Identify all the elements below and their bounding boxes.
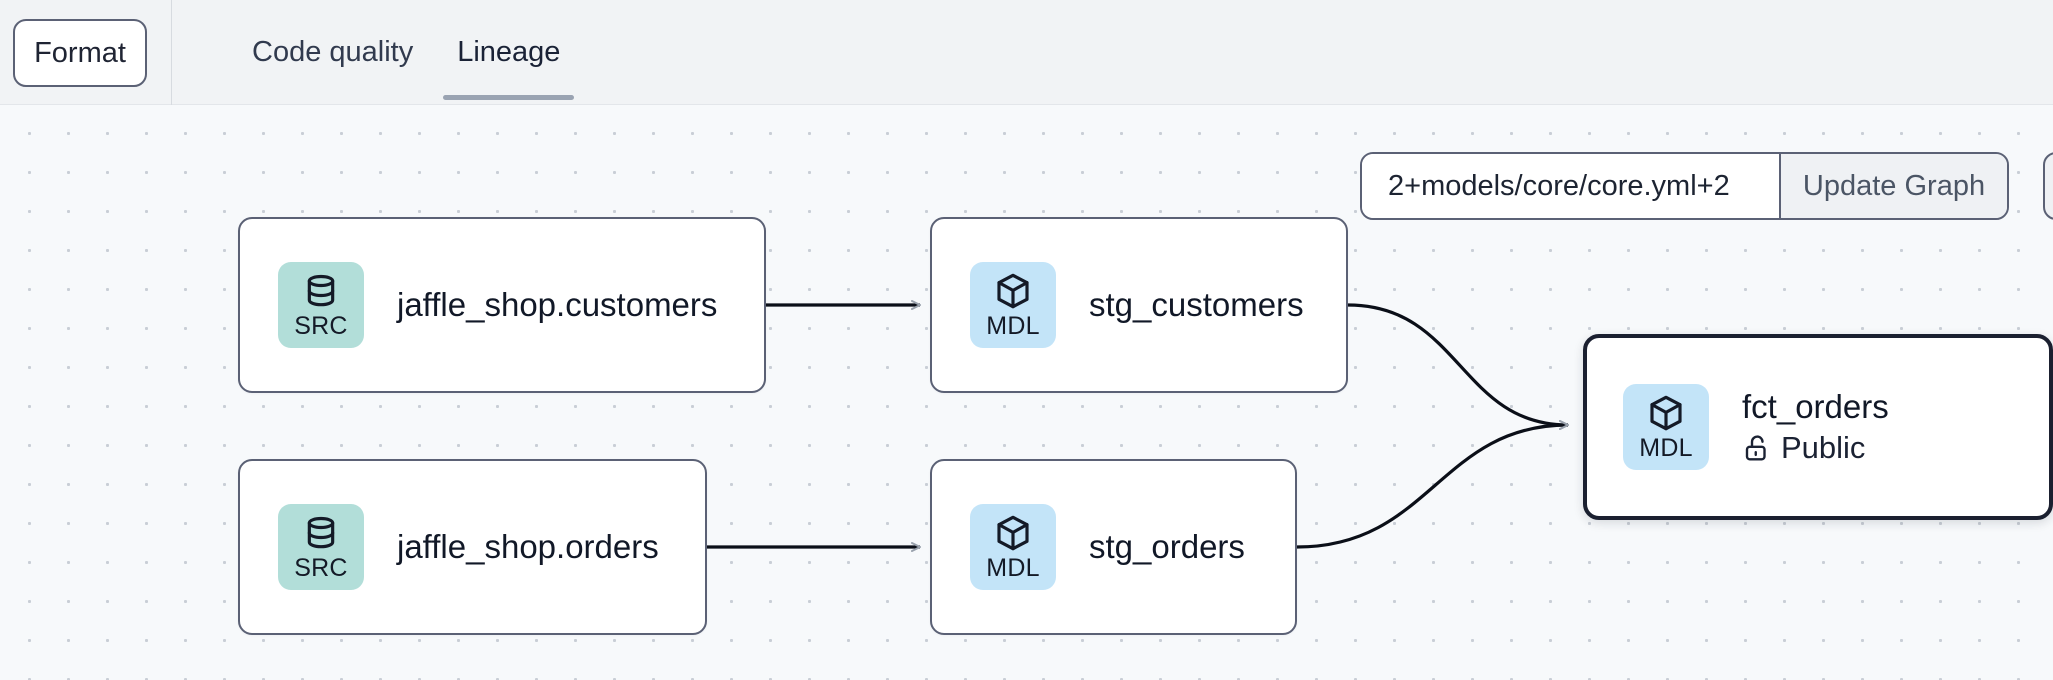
mdl-badge: MDL [1623,384,1709,470]
page-header: Format Code quality Lineage [0,0,2053,105]
mdl-badge-label: MDL [1639,434,1693,462]
lineage-canvas[interactable]: SRC jaffle_shop.customers MDL stg_custom… [0,105,2053,680]
database-icon [307,516,335,549]
src-badge-label: SRC [294,312,348,340]
mdl-badge-label: MDL [986,312,1040,340]
node-title: fct_orders [1742,388,1889,426]
node-stg-customers[interactable]: MDL stg_customers [930,217,1348,393]
graph-options-button[interactable] [2043,152,2053,220]
src-badge: SRC [278,504,364,590]
edge-stgcustomers-to-fct [1347,303,1569,430]
unlock-icon [1745,435,1766,461]
edge-stgorders-to-fct [1296,420,1569,549]
tab-bar: Code quality Lineage [230,0,582,105]
mdl-badge: MDL [970,262,1056,348]
node-title: jaffle_shop.customers [397,285,718,323]
header-divider [171,0,172,105]
src-badge: SRC [278,262,364,348]
tab-code-quality[interactable]: Code quality [252,36,414,68]
selector-input[interactable] [1362,154,1779,218]
mdl-badge: MDL [970,504,1056,590]
node-title: stg_customers [1089,285,1304,323]
node-access-badge: Public [1742,430,1889,466]
node-access-label: Public [1781,429,1866,465]
node-title: stg_orders [1089,527,1245,565]
node-stg-orders[interactable]: MDL stg_orders [930,459,1297,635]
node-jaffle-shop-orders[interactable]: SRC jaffle_shop.orders [238,459,707,635]
node-title: jaffle_shop.orders [397,527,659,565]
cube-icon [997,273,1029,309]
node-body: jaffle_shop.customers [397,286,717,325]
cube-icon [1650,395,1682,431]
src-badge-label: SRC [294,554,348,582]
graph-toolbar: Update Graph [1360,152,2009,220]
node-jaffle-shop-customers[interactable]: SRC jaffle_shop.customers [238,217,766,393]
node-body: fct_orders Public [1742,388,1889,466]
cube-icon [997,515,1029,551]
update-graph-button[interactable]: Update Graph [1779,154,2007,218]
format-button[interactable]: Format [13,19,147,87]
node-body: jaffle_shop.orders [397,528,659,567]
node-fct-orders[interactable]: MDL fct_orders Public [1583,334,2053,520]
mdl-badge-label: MDL [986,554,1040,582]
node-body: stg_orders [1089,528,1245,567]
database-icon [307,274,335,307]
node-body: stg_customers [1089,286,1304,325]
tab-lineage[interactable]: Lineage [435,0,582,105]
lineage-edges [707,300,1569,552]
